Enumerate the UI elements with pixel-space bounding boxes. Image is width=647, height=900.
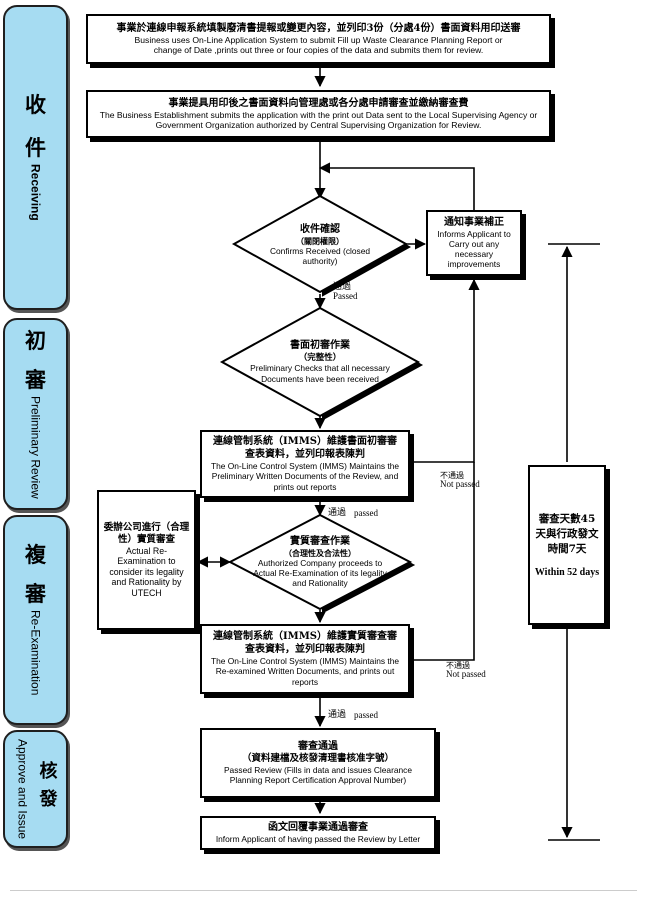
phase-preliminary-zh2: 審 xyxy=(25,366,46,392)
prelim-zh-sub: （完整性） xyxy=(298,352,342,363)
duration-box: 審查天數45天與行政發文時間7天 Within 52 days xyxy=(528,465,606,625)
pass-label-3-zh: 通過 xyxy=(328,710,347,720)
duration-en: Within 52 days xyxy=(534,566,600,578)
imms2-en: The On-Line Control System (IMMS) Mainta… xyxy=(210,656,400,687)
inform-zh: 通知事業補正 xyxy=(444,216,504,228)
phase-receiving-en: Receiving xyxy=(28,164,43,221)
step-letter: 函文回覆事業通過審查 Inform Applicant of having pa… xyxy=(200,816,436,850)
pass-label-1-zh: 通過 xyxy=(333,282,352,292)
notpass-label-2-zh: 不通過 xyxy=(446,661,470,670)
phase-reexam-en: Re-Examination xyxy=(28,610,43,696)
pass-label-2: 通過 passed xyxy=(328,508,379,518)
phase-reexam-zh1: 複 xyxy=(25,542,46,568)
pass-label-1: 通過 Passed xyxy=(333,282,358,302)
pass-label-3-en: passed xyxy=(354,710,379,720)
step-deliver-zh: 事業提具用印後之書面資料向管理處或各分處申請審查並繳納審查費 xyxy=(168,97,469,109)
notpass-label-1-zh: 不通過 xyxy=(440,471,464,480)
prelim-zh: 書面初審作業 xyxy=(290,340,350,352)
imms1-zh: 連線管制系統（IMMS）維護書面初審審查表資料，並列印報表陳判 xyxy=(212,436,398,460)
arrow-inform-loop-back xyxy=(318,162,475,210)
notpass-label-2: 不通過 Not passed xyxy=(446,661,486,680)
actual-en: Authorized Company proceeds to Actual Re… xyxy=(253,558,387,589)
phase-reexam-zh2: 審 xyxy=(25,581,46,607)
pass-label-2-en: passed xyxy=(354,508,379,518)
phase-receiving: 收 件 Receiving xyxy=(3,5,68,310)
pass-label-2-zh: 通過 xyxy=(328,508,347,518)
step-deliver: 事業提具用印後之書面資料向管理處或各分處申請審查並繳納審查費 The Busin… xyxy=(86,90,551,138)
confirm-zh: 收件確認 xyxy=(300,223,340,235)
step-passed: 審查通過 （資料建檔及核發清理書核准字號） Passed Review (Fil… xyxy=(200,728,436,798)
step-submit-zh: 事業於連線申報系統填製廢清書提報或變更內容，並列印3份（分處4份）書面資料用印送… xyxy=(116,22,521,34)
phase-preliminary-zh1: 初 xyxy=(25,327,46,353)
step-submit: 事業於連線申報系統填製廢清書提報或變更內容，並列印3份（分處4份）書面資料用印送… xyxy=(86,14,551,64)
confirm-en: Confirms Received (closed authority) xyxy=(269,246,371,267)
confirm-text: 收件確認 （關閉權限） Confirms Received (closed au… xyxy=(262,210,378,280)
actual-zh: 實質審查作業 xyxy=(290,535,350,547)
letter-zh: 函文回覆事業通過審查 xyxy=(268,821,368,833)
actual-text: 實質審查作業 （合理性及合法性） Authorized Company proc… xyxy=(246,530,394,594)
utech-en: Actual Re-Examination to consider its le… xyxy=(109,545,184,598)
imms2-zh: 連線管制系統（IMMS）維護實質審查審查表資料，並列印報表陳判 xyxy=(212,631,398,655)
utech-zh: 委辦公司進行（合理性）實質審查 xyxy=(103,521,190,545)
passed-en: Passed Review (Fills in data and issues … xyxy=(223,765,413,786)
pass-label-3: 通過 passed xyxy=(328,710,379,720)
prelim-en: Preliminary Checks that all necessary Do… xyxy=(250,363,390,384)
phase-receiving-zh2: 件 xyxy=(25,135,46,161)
arrow-notpass1-to-inform xyxy=(411,278,480,463)
pass-label-1-en: Passed xyxy=(333,291,358,302)
page-divider xyxy=(10,890,637,891)
notpass-label-2-en: Not passed xyxy=(446,669,486,680)
inform-en: Informs Applicant to Carry out any neces… xyxy=(437,229,511,270)
phase-approve-en: Approve and Issue xyxy=(15,738,30,840)
phase-receiving-zh1: 收 xyxy=(25,92,46,118)
prelim-text: 書面初審作業 （完整性） Preliminary Checks that all… xyxy=(240,326,400,398)
step-inform: 通知事業補正 Informs Applicant to Carry out an… xyxy=(426,210,522,276)
step-utech: 委辦公司進行（合理性）實質審查 Actual Re-Examination to… xyxy=(97,490,196,630)
passed-zh-sub: （資料建檔及核發清理書核准字號） xyxy=(241,753,394,765)
letter-en: Inform Applicant of having passed the Re… xyxy=(215,834,421,845)
duration-zh: 審查天數45天與行政發文時間7天 xyxy=(535,512,599,556)
confirm-zh-sub: （關閉權限） xyxy=(296,236,344,247)
actual-zh-sub: （合理性及合法性） xyxy=(284,548,356,559)
passed-zh: 審查通過 xyxy=(298,740,338,752)
actual-diamond xyxy=(227,513,413,611)
phase-reexam: 複 審 Re-Examination xyxy=(3,515,68,725)
phase-preliminary-en: Preliminary Review xyxy=(28,395,43,499)
phase-preliminary: 初 審 Preliminary Review xyxy=(3,318,68,510)
notpass-label-1: 不通過 Not passed xyxy=(440,471,480,490)
imms1-en: The On-Line Control System (IMMS) Mainta… xyxy=(210,461,400,492)
notpass-label-1-en: Not passed xyxy=(440,479,480,490)
step-deliver-en: The Business Establishment submits the a… xyxy=(99,110,538,131)
step-submit-en: Business uses On-Line Application System… xyxy=(134,35,503,56)
arrow-notpass2-to-inform xyxy=(409,462,475,661)
phase-approve: Approve and Issue 核發 xyxy=(3,730,68,848)
confirm-diamond xyxy=(231,194,409,294)
prelim-diamond xyxy=(219,306,421,418)
phase-approve-zh: 核發 xyxy=(36,761,58,817)
step-imms2: 連線管制系統（IMMS）維護實質審查審查表資料，並列印報表陳判 The On-L… xyxy=(200,624,410,694)
step-imms1: 連線管制系統（IMMS）維護書面初審審查表資料，並列印報表陳判 The On-L… xyxy=(200,430,410,498)
